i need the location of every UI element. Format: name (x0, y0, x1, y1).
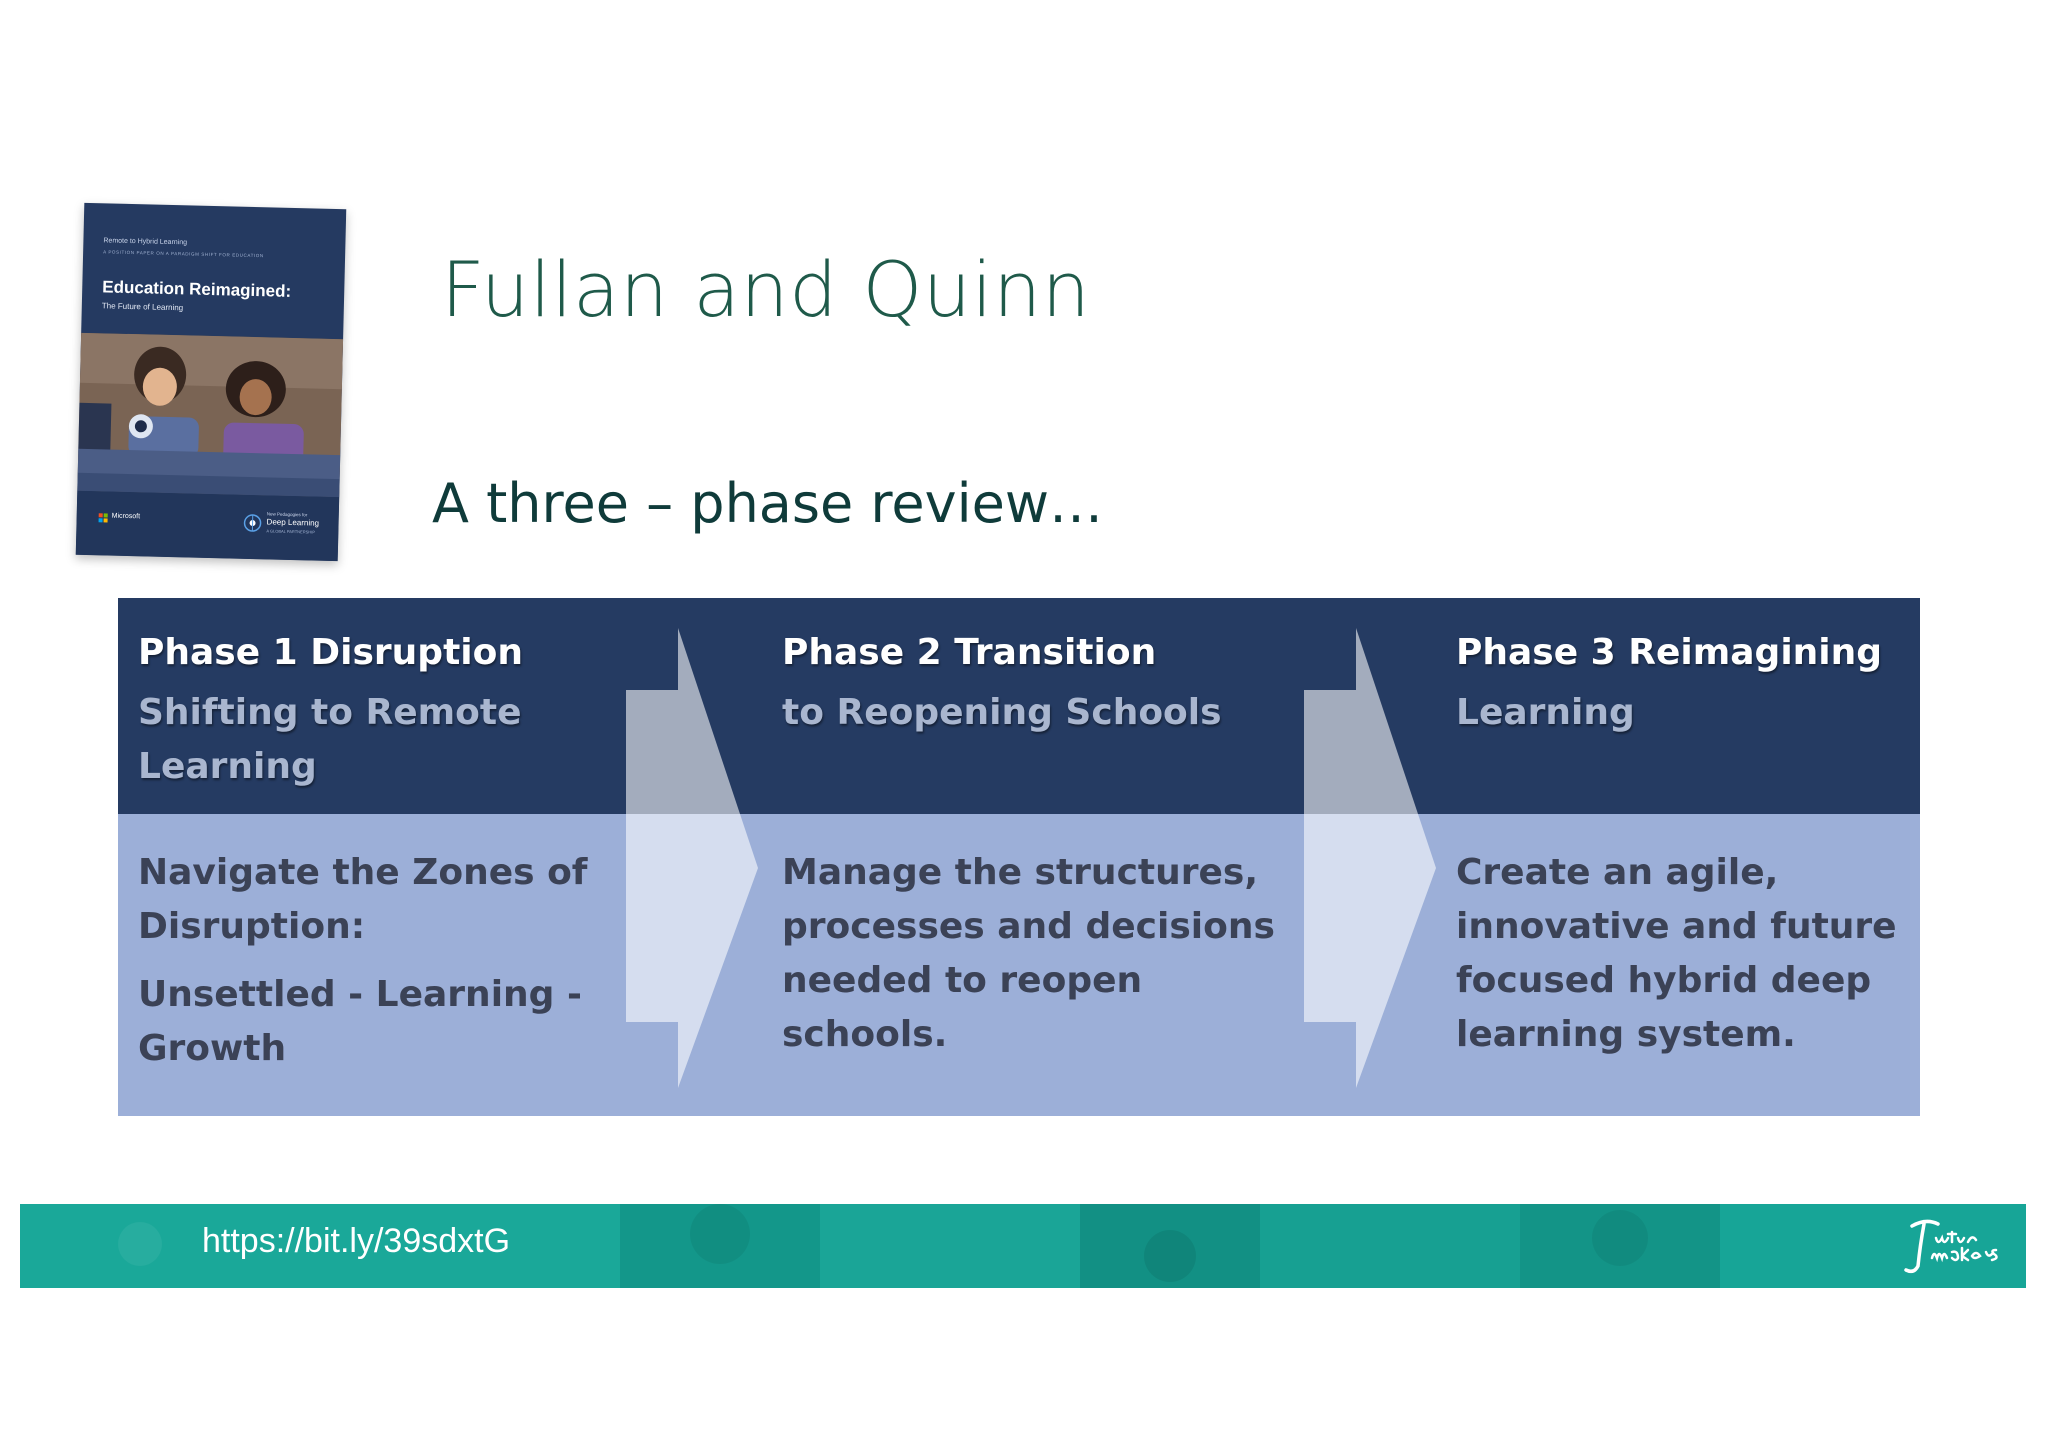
phase-header-band (118, 598, 1920, 814)
phase-diagram: Phase 1 Disruption Shifting to Remote Le… (118, 598, 1920, 1116)
phase-1-zones: Unsettled - Learning - Growth (138, 968, 638, 1076)
footer-band: https://bit.ly/39sdxtG (20, 1204, 2026, 1288)
partner-small: New Pedagogies for (266, 511, 308, 518)
footer-link[interactable]: https://bit.ly/39sdxtG (202, 1222, 511, 1260)
phase-2-description: Manage the structures, processes and dec… (782, 846, 1282, 1062)
phase-arrows (626, 628, 1436, 1088)
phase-3-description-line: learning system. (1456, 1014, 1796, 1055)
cover-title: Education Reimagined: (102, 277, 292, 301)
phase-2-title: Phase 2 Transition (782, 632, 1157, 673)
deep-learning-logo-icon (243, 514, 262, 532)
slide-title: Fullan and Quinn (441, 245, 1091, 334)
phase-2-description-line: needed to reopen schools. (782, 960, 1143, 1055)
cover-photo (77, 332, 344, 498)
phase-body-band (118, 814, 1920, 1116)
phase-2-subtitle-line: to Reopening Schools (782, 692, 1222, 733)
phase-3-description-line: focused hybrid deep (1456, 960, 1872, 1001)
phase-1-zones-line: Unsettled - Learning - (138, 974, 582, 1015)
phase-3-description: Create an agile, innovative and future f… (1456, 846, 1956, 1062)
phase-1-zones-line: Growth (138, 1028, 287, 1069)
phase-1-description: Navigate the Zones of Disruption: (138, 846, 638, 954)
partner-name: Deep Learning (266, 517, 320, 528)
cover-series: Remote to Hybrid Learning (103, 237, 188, 247)
cover-subtitle: The Future of Learning (101, 301, 184, 313)
arrow-phase-2-to-3 (1304, 628, 1436, 1088)
phase-3-subtitle-line: Learning (1456, 692, 1635, 733)
microsoft-logo-icon (98, 513, 108, 523)
phase-3-description-line: Create an agile, (1456, 852, 1779, 893)
phase-3-description-line: innovative and future (1456, 906, 1897, 947)
microsoft-label: Microsoft (111, 512, 141, 521)
phase-1-title: Phase 1 Disruption (138, 632, 523, 673)
phase-1-subtitle-line: Shifting to Remote (138, 692, 522, 733)
book-cover: Remote to Hybrid Learning A POSITION PAP… (75, 202, 347, 562)
phase-3-title: Phase 3 Reimagining (1456, 632, 1883, 673)
phase-2-subtitle: to Reopening Schools (782, 686, 1282, 740)
phase-2-description-line: Manage the structures, (782, 852, 1259, 893)
phase-1-subtitle-line: Learning (138, 746, 317, 787)
phase-1-description-line: Navigate the Zones of (138, 852, 588, 893)
arrow-phase-1-to-2 (626, 628, 758, 1088)
phase-3-subtitle: Learning (1456, 686, 1956, 740)
phase-2-description-line: processes and decisions (782, 906, 1275, 947)
footer-texture (20, 1204, 2026, 1288)
cover-footer: Microsoft New Pedagogies for Deep Learni… (75, 490, 340, 562)
future-makers-logo-icon (1904, 1219, 1998, 1274)
phase-1-description-line: Disruption: (138, 906, 366, 947)
cover-tagline: A POSITION PAPER ON A PARADIGM SHIFT FOR… (103, 249, 264, 259)
partner-tag: A GLOBAL PARTNERSHIP (266, 528, 316, 535)
phase-1-subtitle: Shifting to Remote Learning (138, 686, 638, 794)
slide-subtitle: A three – phase review… (432, 472, 1103, 535)
